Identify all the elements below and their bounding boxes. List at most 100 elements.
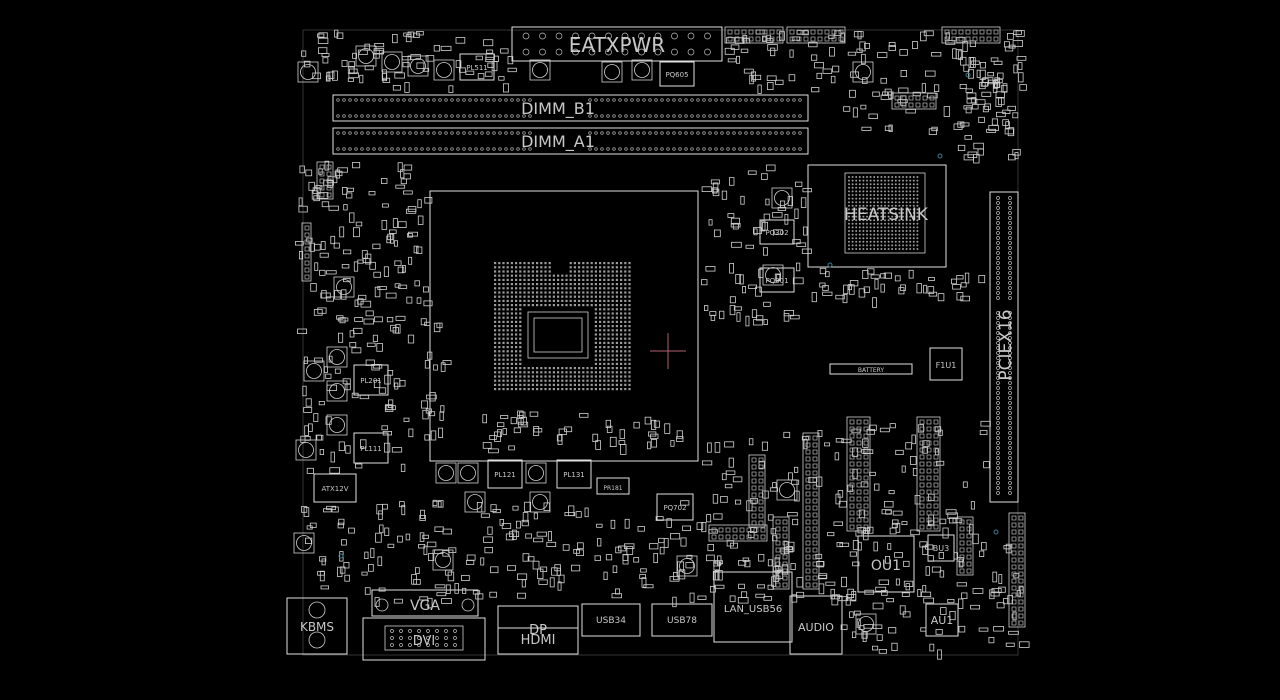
smd-part — [343, 562, 350, 569]
pr181-resistor[interactable]: PR181 — [596, 477, 630, 495]
eatxpwr-connector[interactable]: EATXPWR — [511, 26, 723, 62]
header-body — [748, 454, 766, 528]
battery-holder[interactable]: BATTERY — [829, 363, 913, 375]
cpu-pad — [506, 312, 509, 315]
cpu-pad — [519, 371, 522, 374]
pq605-mosfet[interactable]: PQ605 — [659, 61, 695, 87]
header-pin — [812, 554, 818, 560]
smd-part — [962, 481, 968, 488]
hdmi-connector[interactable]: HDMI — [497, 627, 579, 655]
vga-connector[interactable]: VGA — [371, 589, 479, 617]
smd-part — [922, 440, 930, 447]
smd-part — [596, 523, 603, 528]
cpu-pad — [607, 295, 610, 298]
pq702-mosfet[interactable]: PQ702 — [656, 493, 694, 521]
dvi-connector[interactable]: DVI — [362, 617, 486, 661]
audio-label: AUDIO — [798, 621, 834, 634]
header-pin — [944, 36, 950, 42]
chipset-ball — [848, 201, 850, 204]
heatsink-chipset[interactable]: HEATSINK — [807, 164, 947, 268]
pcie-pin — [996, 211, 1000, 215]
smd-part — [427, 597, 433, 609]
cpu-pad — [498, 287, 501, 290]
smd-part — [547, 531, 552, 542]
chipset-ball — [869, 201, 872, 204]
chipset-ball — [891, 190, 894, 193]
cpu-pad — [599, 375, 602, 378]
cpu-pad — [510, 304, 513, 307]
cpu-pad — [536, 304, 539, 307]
au1-chip[interactable]: AU1 — [925, 603, 959, 637]
kbms-connector[interactable]: KBMS — [286, 597, 348, 655]
cpu-pad — [515, 371, 518, 374]
chipset-ball — [887, 176, 890, 178]
dimm-a1-slot[interactable]: DIMM_A1 — [332, 127, 809, 155]
header-pin — [1018, 585, 1024, 591]
cpu-pad — [624, 388, 627, 391]
cpu-socket[interactable] — [429, 190, 699, 462]
cpu-pad — [502, 308, 505, 311]
header-pin — [1011, 515, 1017, 521]
pq302-mosfet[interactable]: PQ302 — [759, 219, 795, 245]
cpu-pad — [506, 262, 509, 265]
smd-part — [753, 228, 758, 236]
smd-part — [529, 411, 539, 417]
chipset-ball — [887, 237, 890, 240]
chipset-ball — [905, 201, 908, 204]
dimm-pin — [342, 98, 346, 102]
capacitor-circle — [528, 465, 544, 481]
chipset-ball — [916, 215, 919, 218]
smd-part — [393, 598, 403, 604]
cpu-pad — [624, 337, 627, 340]
cpu-pad — [628, 325, 631, 328]
smd-part — [365, 359, 375, 366]
capacitor — [457, 462, 479, 484]
smd-part — [329, 467, 340, 474]
cpu-pad — [615, 358, 618, 361]
capacitor-circle — [779, 482, 795, 498]
header-pin — [782, 533, 788, 539]
cpu-pad — [502, 346, 505, 349]
smd-part — [882, 91, 888, 96]
usb34-connector[interactable]: USB34 — [581, 603, 641, 637]
smd-part — [956, 275, 964, 280]
smd-part — [502, 83, 509, 93]
cpu-pad — [594, 337, 597, 340]
bu3-chip[interactable]: BU3 — [927, 534, 955, 562]
smd-part — [347, 187, 354, 192]
lan-usb56-connector[interactable]: LAN_USB56 — [713, 571, 793, 643]
header-pin — [856, 517, 862, 523]
cpu-pad — [565, 367, 568, 370]
cpu-pad — [590, 287, 593, 290]
capacitor-body — [631, 59, 653, 81]
dimm-pin — [510, 147, 514, 151]
smd-part — [403, 417, 410, 422]
cpu-pad — [582, 388, 585, 391]
header-pin — [894, 95, 900, 101]
usb78-connector[interactable]: USB78 — [651, 603, 713, 637]
header-pin — [812, 519, 818, 525]
ou1-chip[interactable]: OU1 — [857, 535, 915, 593]
pciex16-slot[interactable]: PCIEX16 — [989, 191, 1019, 503]
pl511-inductor[interactable]: PL511 — [459, 53, 495, 81]
dimm-pin — [726, 147, 730, 151]
cpu-pad — [498, 270, 501, 273]
pl111-inductor[interactable]: PL111 — [353, 432, 389, 464]
pl201-inductor[interactable]: PL201 — [353, 364, 389, 396]
pl131-inductor[interactable]: PL131 — [556, 459, 592, 489]
header-pin — [805, 519, 811, 525]
dimm-b1-slot[interactable]: DIMM_B1 — [332, 94, 809, 122]
atx12v-connector[interactable]: ATX12V — [313, 473, 357, 503]
chipset-ball — [873, 208, 876, 211]
smd-part — [791, 36, 801, 41]
pl121-inductor[interactable]: PL121 — [487, 459, 523, 489]
dimm-pin — [732, 114, 736, 118]
pq302-label: PQ302 — [765, 229, 788, 237]
f1u1-chip[interactable]: F1U1 — [929, 347, 963, 381]
cpu-pad — [531, 379, 534, 382]
cpu-pad — [620, 333, 623, 336]
header-pin — [812, 449, 818, 455]
cpu-pad — [494, 354, 497, 357]
header-pin — [751, 506, 757, 512]
dimm-pin — [354, 98, 358, 102]
